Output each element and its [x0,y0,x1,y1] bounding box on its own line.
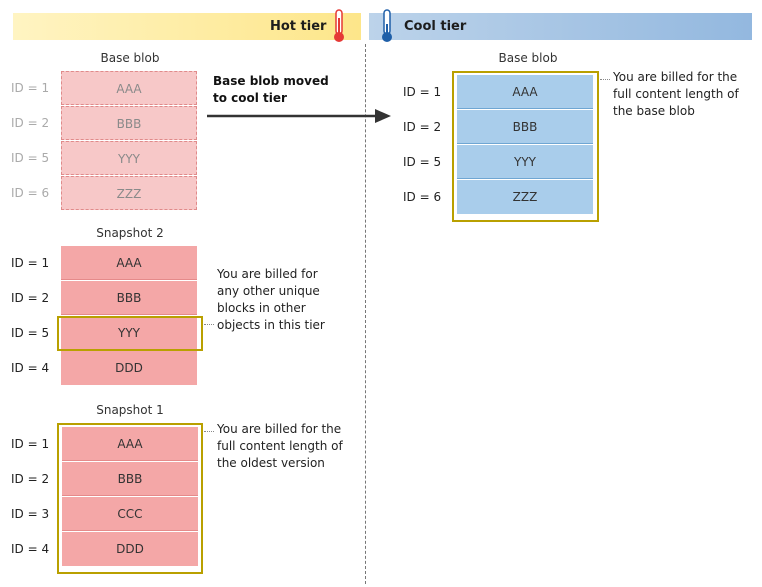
cool-base-blob-highlight [452,71,599,222]
cool-note-line3: the base blob [613,104,695,118]
cool-base-block-4: ZZZ [457,180,593,214]
snapshot1-id-1: ID = 1 [11,437,50,451]
snapshot1-note-line1: You are billed for the [217,422,342,436]
snapshot2-note-line1: You are billed for [217,267,318,281]
cool-base-note: You are billed for the full content leng… [613,69,739,120]
cool-base-block-1: AAA [457,75,593,109]
cool-tier-label: Cool tier [404,19,467,34]
snapshot2-block-2: BBB [61,281,197,315]
move-label-line2: to cool tier [213,91,287,105]
snapshot1-id-4: ID = 4 [11,542,50,556]
snapshot1-block-2: BBB [62,462,198,496]
tier-divider [365,44,366,584]
snapshot2-id-3: ID = 5 [11,326,50,340]
cool-tier-header: Cool tier [369,9,752,42]
snapshot1-id-3: ID = 3 [11,507,50,521]
snapshot2-note-leader [204,324,214,325]
snapshot1-note-line2: full content length of [217,439,343,453]
cool-base-id-1: ID = 1 [403,85,442,99]
snapshot2-id-1: ID = 1 [11,256,50,270]
snapshot2-note-line4: objects in this tier [217,318,325,332]
snapshot1-block-1: AAA [62,427,198,461]
hot-base-block-3: YYY [61,141,197,175]
cool-base-id-2: ID = 2 [403,120,442,134]
snapshot2-id-2: ID = 2 [11,291,50,305]
cool-base-id-3: ID = 5 [403,155,442,169]
snapshot1-note-line3: the oldest version [217,456,325,470]
move-label: Base blob moved to cool tier [213,73,329,107]
snapshot1-block-4: DDD [62,532,198,566]
hot-base-id-2: ID = 2 [11,116,50,130]
snapshot2-note-line3: blocks in other [217,301,306,315]
snapshot1-highlight [57,423,203,574]
hot-base-block-4: ZZZ [61,176,197,210]
thermometer-cool-icon [382,9,392,42]
snapshot2-id-4: ID = 4 [11,361,50,375]
move-arrow-icon [207,109,391,123]
hot-base-id-3: ID = 5 [11,151,50,165]
cool-note-line2: full content length of [613,87,739,101]
hot-base-blob-title: Base blob [100,51,160,65]
snapshot2-block-4: DDD [61,351,197,385]
hot-base-block-1: AAA [61,71,197,105]
snapshot1-id-2: ID = 2 [11,472,50,486]
snapshot2-block-3: YYY [61,316,197,350]
move-label-line1: Base blob moved [213,74,329,88]
cool-base-id-4: ID = 6 [403,190,442,204]
snapshot2-title: Snapshot 2 [96,226,164,240]
snapshot1-note: You are billed for the full content leng… [217,421,343,472]
snapshot2-note: You are billed for any other unique bloc… [217,266,325,334]
cool-note-line1: You are billed for the [613,70,738,84]
snapshot1-block-3: CCC [62,497,198,531]
cool-base-block-3: YYY [457,145,593,179]
snapshot1-note-leader [204,431,214,432]
thermometer-hot-icon [334,9,344,42]
snapshot2-unique-highlight [57,316,203,351]
hot-tier-label: Hot tier [270,19,327,34]
snapshot1-title: Snapshot 1 [96,403,164,417]
cool-base-block-2: BBB [457,110,593,144]
hot-base-block-2: BBB [61,106,197,140]
hot-base-id-1: ID = 1 [11,81,50,95]
cool-note-leader [600,79,610,80]
hot-base-id-4: ID = 6 [11,186,50,200]
snapshot2-block-1: AAA [61,246,197,280]
snapshot2-note-line2: any other unique [217,284,320,298]
hot-tier-header: Hot tier [13,9,361,42]
cool-base-blob-title: Base blob [498,51,558,65]
